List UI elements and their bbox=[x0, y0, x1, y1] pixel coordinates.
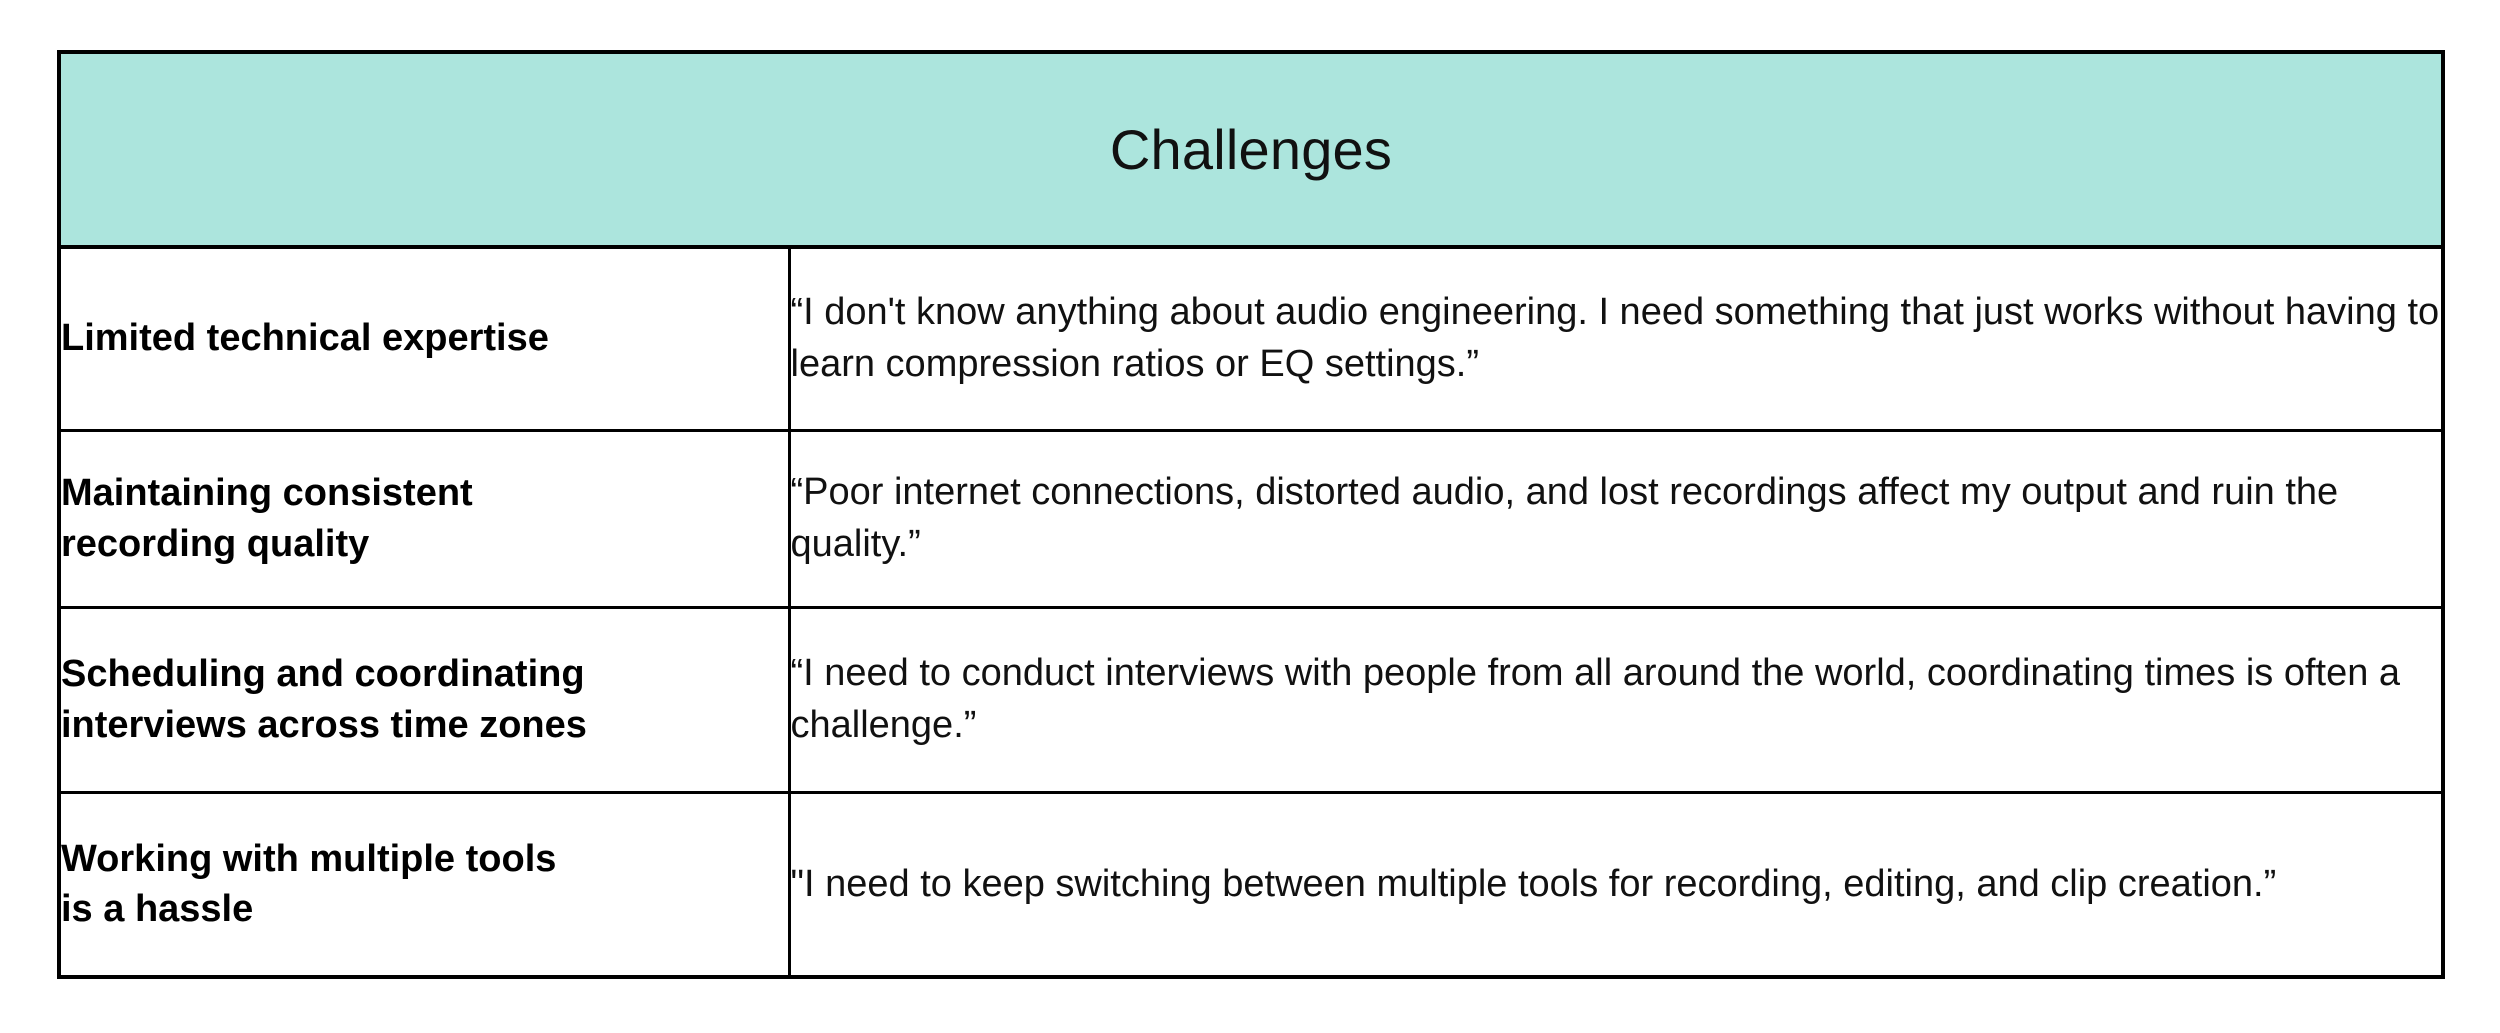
challenge-label: Maintaining consistent recording quality bbox=[61, 471, 473, 565]
quote-cell: “I don't know anything about audio engin… bbox=[789, 247, 2443, 430]
table-head: Challenges bbox=[59, 52, 2444, 249]
table-header-row: Challenges bbox=[59, 52, 2444, 249]
challenge-label: Working with multiple tools is a hassle bbox=[61, 837, 557, 931]
quote-text: "I need to keep switching between multip… bbox=[790, 862, 2277, 905]
table-header-cell: Challenges bbox=[59, 52, 2444, 249]
challenge-cell: Limited technical expertise bbox=[59, 247, 791, 430]
challenge-cell: Working with multiple tools is a hassle bbox=[59, 790, 791, 977]
quote-cell: “I need to conduct interviews with peopl… bbox=[789, 605, 2444, 792]
table-row: Scheduling and coordinating interviews a… bbox=[59, 605, 2444, 792]
quote-text: “I don't know anything about audio engin… bbox=[790, 291, 2440, 385]
challenge-label: Scheduling and coordinating interviews a… bbox=[61, 652, 587, 746]
challenge-cell: Maintaining consistent recording quality bbox=[59, 428, 791, 607]
quote-cell: “Poor internet connections, distorted au… bbox=[789, 428, 2444, 607]
table-row: Working with multiple tools is a hassle … bbox=[59, 790, 2444, 977]
quote-cell: "I need to keep switching between multip… bbox=[789, 790, 2444, 977]
challenges-table: Challenges Limited technical expertise “… bbox=[57, 50, 2446, 979]
quote-text: “Poor internet connections, distorted au… bbox=[790, 471, 2339, 565]
challenge-label: Limited technical expertise bbox=[61, 317, 549, 360]
page-title: Challenges bbox=[1109, 117, 1393, 181]
quote-text: “I need to conduct interviews with peopl… bbox=[790, 652, 2401, 746]
challenge-cell: Scheduling and coordinating interviews a… bbox=[59, 605, 791, 792]
table-row: Limited technical expertise “I don't kno… bbox=[59, 247, 2443, 430]
table-body: Limited technical expertise “I don't kno… bbox=[59, 247, 2444, 977]
table-row: Maintaining consistent recording quality… bbox=[59, 428, 2444, 607]
